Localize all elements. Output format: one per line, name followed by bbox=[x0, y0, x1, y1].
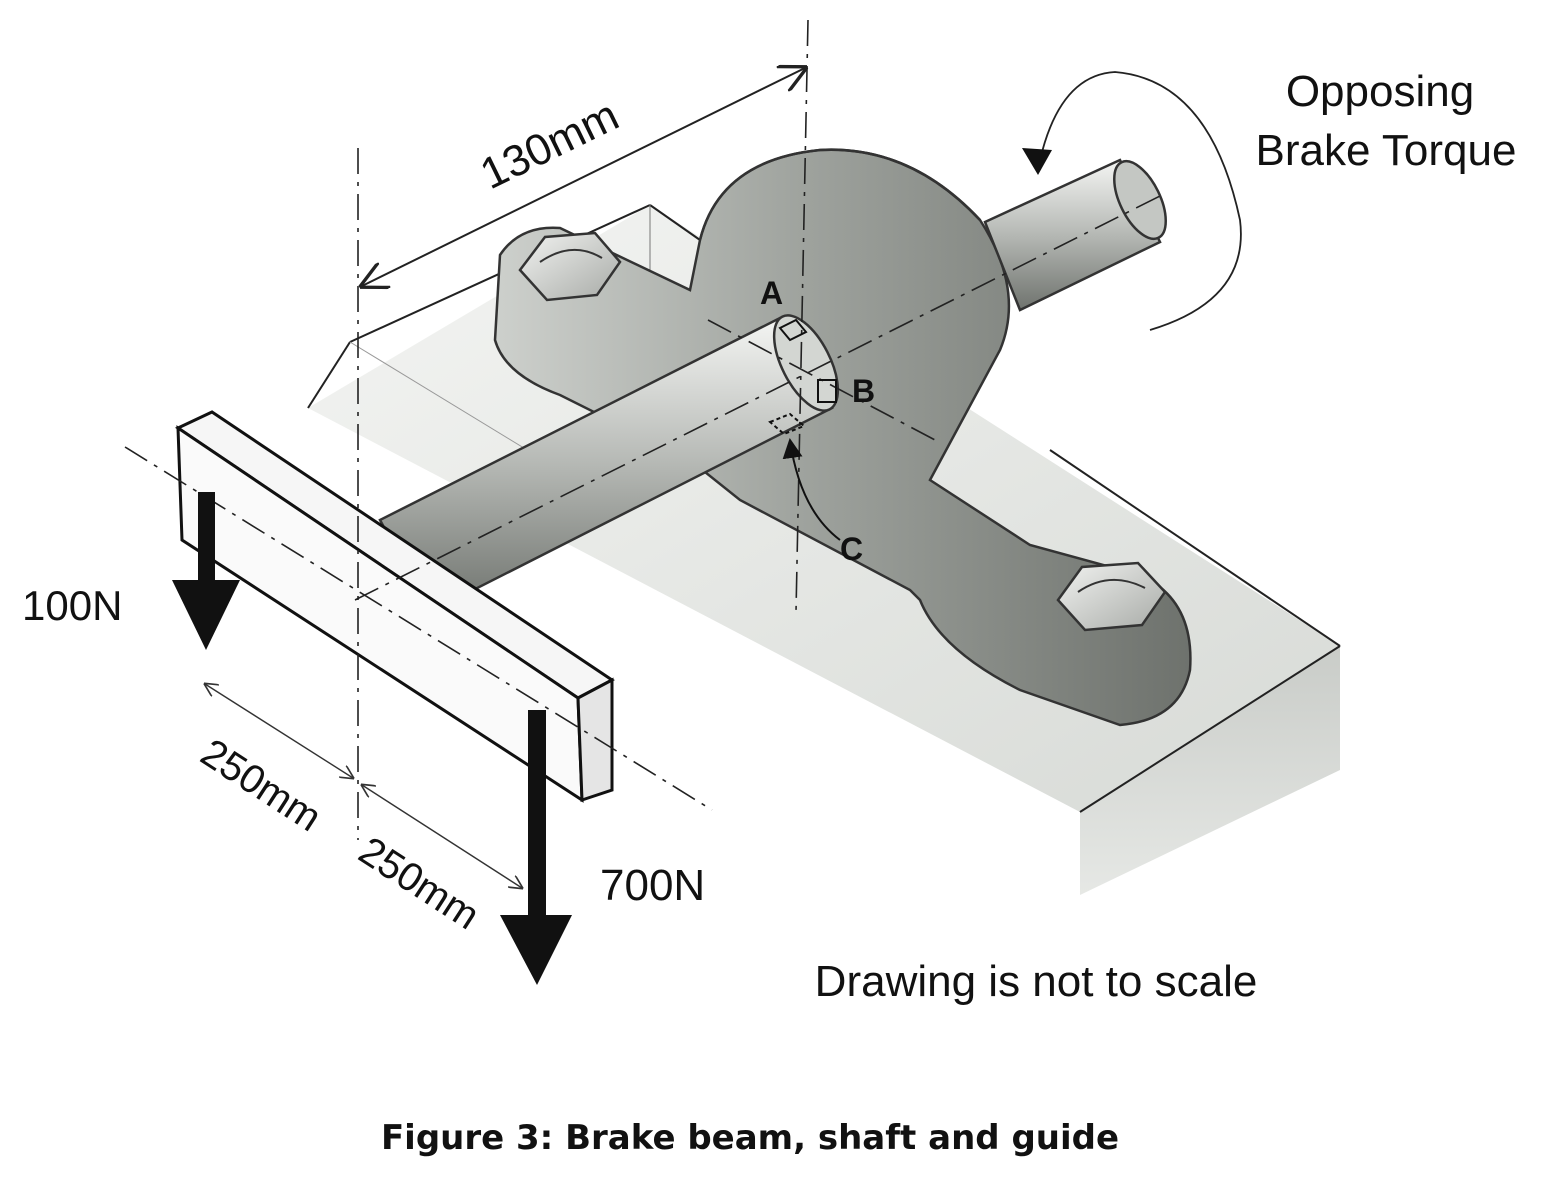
dimension-250mm-left-label: 250mm bbox=[193, 731, 329, 841]
rear-shaft bbox=[983, 158, 1167, 312]
dimension-250mm-right: 250mm bbox=[351, 785, 522, 938]
point-b: B bbox=[817, 373, 875, 409]
scale-note: Drawing is not to scale bbox=[815, 957, 1258, 1006]
point-b-label: B bbox=[852, 373, 875, 409]
brake-beam bbox=[174, 410, 615, 803]
dimension-250mm-left: 250mm bbox=[193, 684, 353, 840]
force-100n-label: 100N bbox=[22, 582, 122, 629]
torque-arrow: Opposing Brake Torque bbox=[1022, 67, 1517, 331]
point-c-label: C bbox=[840, 531, 863, 567]
force-arrow-700n: 700N bbox=[500, 710, 705, 985]
dimension-250mm-right-label: 250mm bbox=[351, 829, 487, 939]
point-a: A bbox=[760, 275, 808, 342]
force-arrow-100n: 100N bbox=[22, 492, 240, 650]
force-700n-label: 700N bbox=[600, 861, 705, 910]
point-a-label: A bbox=[760, 275, 783, 311]
figure-caption: Figure 3: Brake beam, shaft and guide bbox=[380, 1118, 1120, 1158]
torque-label-line1: Opposing bbox=[1286, 67, 1474, 116]
point-c: C bbox=[768, 412, 863, 567]
torque-label-line2: Brake Torque bbox=[1256, 126, 1517, 175]
bolt-right bbox=[1056, 561, 1167, 632]
dimension-130mm-label: 130mm bbox=[473, 91, 626, 199]
